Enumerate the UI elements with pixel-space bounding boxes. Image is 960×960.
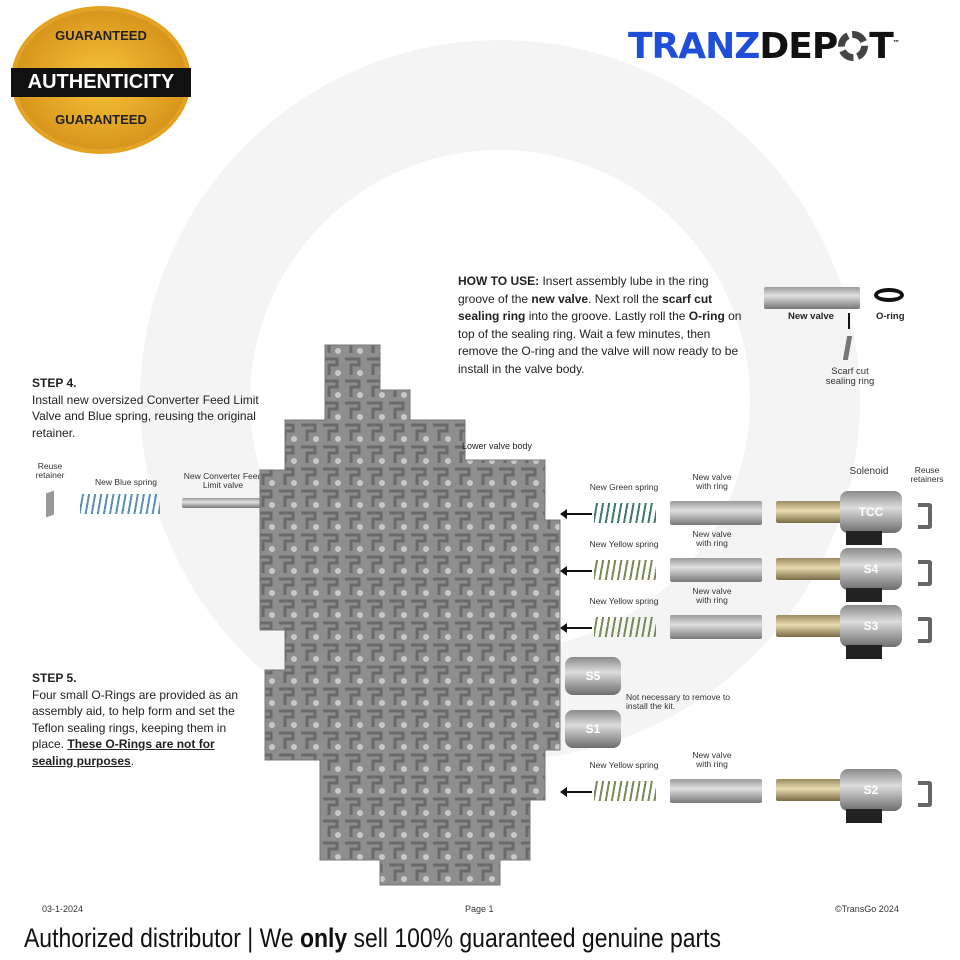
solenoid-shaft	[776, 779, 846, 801]
s5-label: S5	[585, 669, 601, 683]
inset-new-valve	[764, 287, 860, 309]
spring-label: New Yellow spring	[589, 596, 659, 606]
footer-date: 03-1-2024	[42, 904, 84, 914]
step5-title: STEP 5.	[32, 671, 77, 685]
logo-t: T	[869, 26, 894, 67]
pointer-arrow	[560, 787, 592, 797]
footer-copyright: ©TransGo 2024	[835, 904, 899, 914]
s1-solenoid: S1	[565, 710, 621, 748]
new-valve-image	[670, 615, 762, 639]
s1-label: S1	[585, 722, 601, 736]
inset-new-valve-label: New valve	[788, 311, 834, 322]
valve-label: New valve with ring	[692, 750, 732, 770]
reuse-retainer-image	[918, 781, 932, 807]
step4: STEP 4. Install new oversized Converter …	[32, 375, 262, 441]
inset-o-ring-label: O-ring	[876, 311, 905, 322]
badge-bottom-text: GUARANTEED	[55, 112, 147, 127]
how-to-use-label: HOW TO USE:	[458, 274, 540, 288]
retainer-image	[46, 490, 54, 518]
valve-label: New valve with ring	[692, 529, 732, 549]
logo-tranz: TRANZ	[628, 26, 760, 67]
solenoid-shaft	[776, 558, 846, 580]
converter-feed-valve-label: New Converter Feed Limit valve	[183, 471, 263, 491]
gear-icon	[838, 31, 869, 61]
pointer-arrow	[560, 566, 592, 576]
solenoid-connector	[846, 531, 882, 545]
new-valve-image	[670, 779, 762, 803]
text: . Next roll the	[588, 291, 663, 306]
solenoid-connector	[846, 588, 882, 602]
solenoid-shaft	[776, 615, 846, 637]
scarf-ring-label: Scarf cut sealing ring	[825, 366, 875, 388]
reuse-retainer-image	[918, 503, 932, 529]
text: new valve	[531, 291, 589, 306]
solenoid-label: TCC	[858, 505, 884, 519]
badge-main-text: AUTHENTICITY	[11, 68, 191, 97]
valve-label: New valve with ring	[692, 472, 732, 492]
text: .	[130, 753, 135, 768]
reuse-retainer-label: Reuse retainer	[35, 461, 65, 481]
reuse-retainer-image	[918, 560, 932, 586]
converter-feed-valve-image	[182, 498, 262, 508]
how-to-use-text: HOW TO USE: Insert assembly lube in the …	[458, 273, 748, 378]
blue-spring-image	[80, 494, 160, 514]
step5-body: Four small O-Rings are provided as an as…	[32, 687, 239, 752]
text: O-ring	[688, 309, 725, 323]
spring-label: New Yellow spring	[589, 760, 659, 770]
lower-valve-body-image	[259, 344, 561, 886]
solenoid-label: S2	[863, 783, 879, 797]
solenoid-s3: S3	[840, 605, 902, 647]
solenoid-label: S4	[863, 562, 879, 576]
step5: STEP 5. Four small O-Rings are provided …	[32, 670, 247, 769]
solenoid-header: Solenoid	[849, 466, 889, 477]
tagline-text: sell 100% guaranteed genuine parts	[347, 923, 722, 953]
new-valve-image	[670, 558, 762, 582]
lower-valve-body-label: Lower valve body	[462, 441, 533, 451]
tranzdepot-logo: TRANZDEP T™	[628, 26, 900, 67]
solenoid-s2: S2	[840, 769, 902, 811]
badge-top-text: GUARANTEED	[55, 28, 147, 43]
pointer-arrow	[560, 623, 592, 633]
text: scarf cut sealing ring	[458, 291, 713, 324]
text: on top of the sealing ring. Wait a few m…	[458, 309, 742, 376]
solenoid-label: S3	[863, 619, 879, 633]
footer-tagline: Authorized distributor | We only sell 10…	[24, 922, 721, 954]
step4-body: Install new oversized Converter Feed Lim…	[32, 392, 259, 440]
new-valve-image	[670, 501, 762, 525]
spring-image	[594, 781, 656, 801]
spring-image	[594, 503, 656, 523]
inset-o-ring	[874, 288, 904, 302]
logo-dep: DEP	[759, 26, 838, 67]
valve-label: New valve with ring	[692, 586, 732, 606]
solenoid-connector	[846, 645, 882, 659]
s5-solenoid: S5	[565, 657, 621, 695]
text: Insert assembly lube in the ring groove …	[458, 274, 709, 306]
footer-page: Page 1	[465, 904, 494, 914]
tagline-text: Authorized distributor | We	[24, 923, 300, 953]
solenoid-shaft	[776, 501, 846, 523]
reuse-retainers-header: Reuse retainers	[910, 465, 944, 485]
blue-spring-label: New Blue spring	[95, 477, 157, 487]
solenoid-connector	[846, 809, 882, 823]
pointer-arrow	[560, 509, 592, 519]
solenoid-s4: S4	[840, 548, 902, 590]
spring-label: New Green spring	[589, 482, 659, 492]
tagline-bold: only	[299, 923, 348, 953]
arrow-up-icon	[848, 313, 850, 329]
spring-image	[594, 617, 656, 637]
reuse-retainer-image	[918, 617, 932, 643]
logo-tm: ™	[892, 39, 900, 47]
solenoid-tcc: TCC	[840, 491, 902, 533]
step5-emphasis: These O-Rings are not for sealing purpos…	[32, 737, 215, 768]
text: into the groove. Lastly roll the	[525, 309, 689, 323]
not-necessary-note: Not necessary to remove to install the k…	[626, 692, 730, 712]
step4-title: STEP 4.	[32, 376, 77, 390]
spring-image	[594, 560, 656, 580]
authenticity-badge: GUARANTEED AUTHENTICITY GUARANTEED	[11, 10, 191, 150]
spring-label: New Yellow spring	[589, 539, 659, 549]
